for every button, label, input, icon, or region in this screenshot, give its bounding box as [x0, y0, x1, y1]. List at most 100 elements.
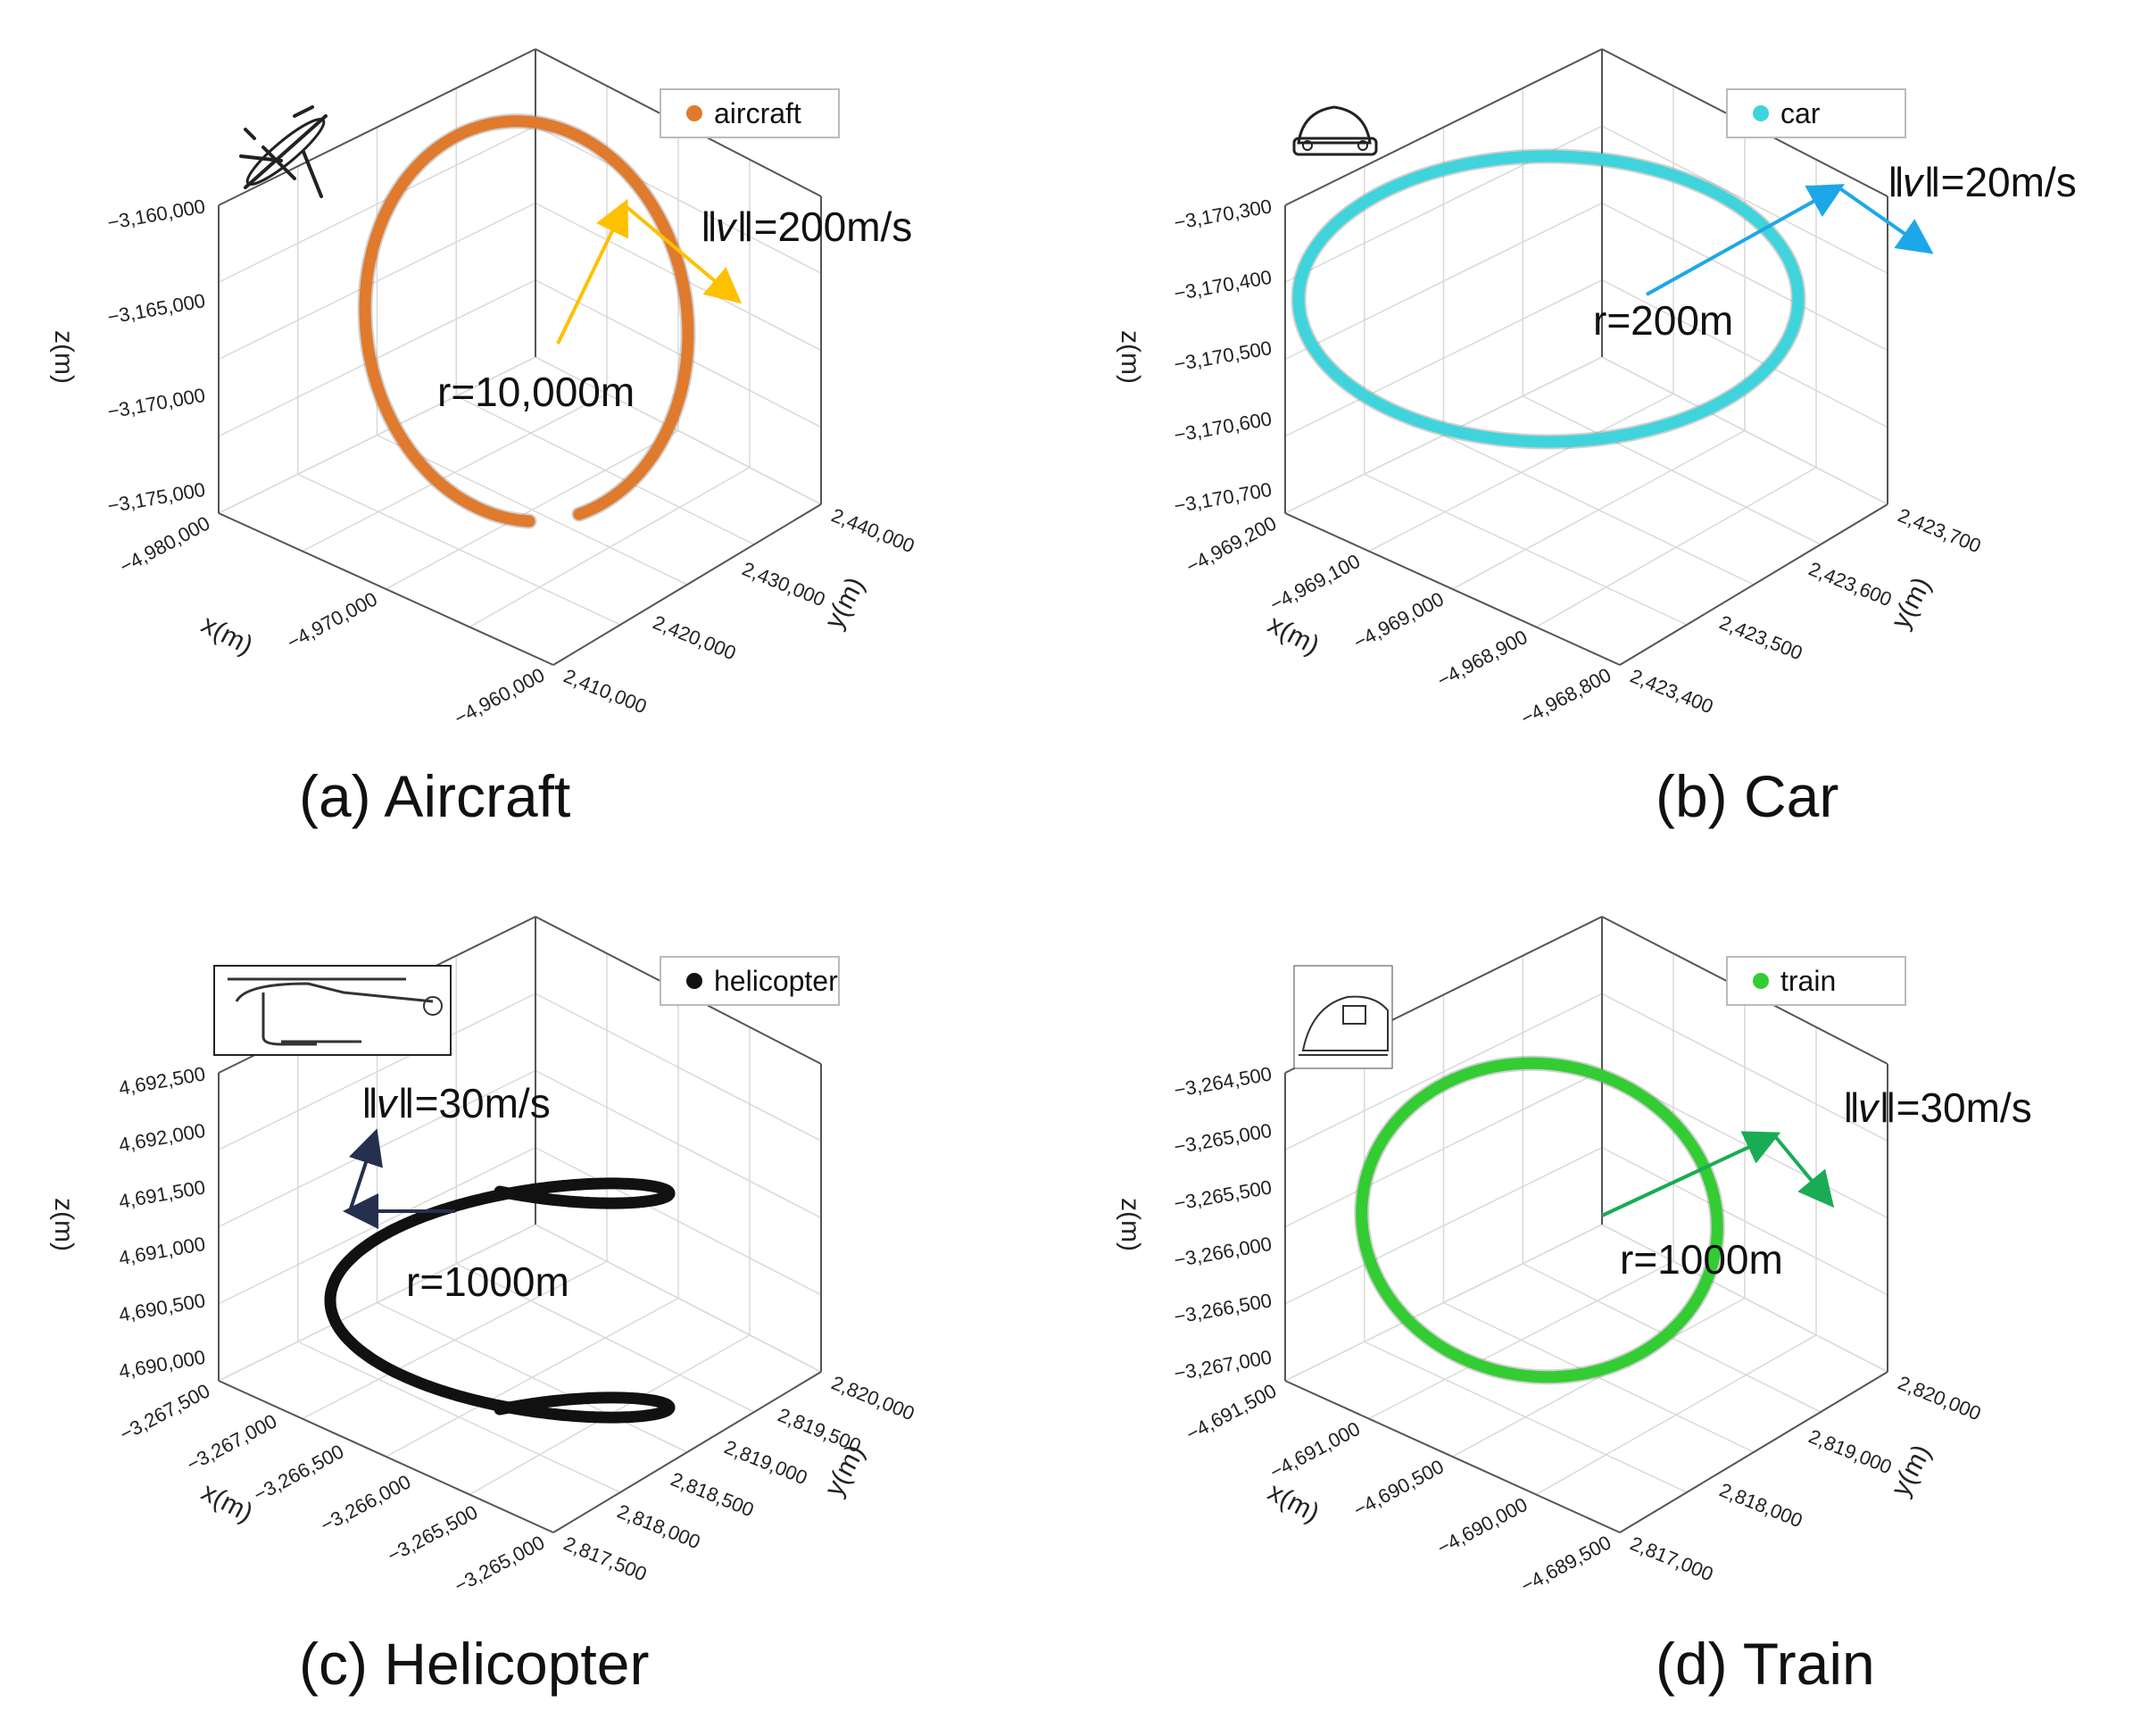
z-tick-label: −3,264,500	[1172, 1062, 1273, 1101]
car-icon	[1292, 105, 1378, 156]
z-tick-label: −3,267,000	[1172, 1346, 1273, 1385]
speed-label: ‖𝑣‖=200m/s	[701, 204, 912, 250]
x-axis-label: x(m)	[196, 1477, 257, 1528]
y-tick-label: 2,818,000	[1716, 1478, 1805, 1532]
z-tick-label: −3,160,000	[105, 195, 206, 234]
panel-train: −3,264,500−3,265,000−3,265,500−3,266,000…	[1066, 868, 2133, 1735]
y-axis-label: y(m)	[819, 572, 870, 633]
y-tick-label: 2,818,500	[668, 1467, 757, 1521]
x-tick-label: −3,266,500	[250, 1440, 348, 1506]
x-tick-label: −4,689,500	[1517, 1531, 1615, 1597]
train-icon	[1293, 965, 1393, 1069]
axis-frame	[218, 48, 822, 666]
legend: car	[1726, 88, 1906, 138]
legend-label: helicopter	[714, 965, 838, 997]
y-tick-label: 2,817,500	[560, 1532, 650, 1585]
legend-label: train	[1780, 965, 1836, 997]
x-tick-label: −4,960,000	[451, 663, 549, 729]
grid-line	[535, 125, 822, 274]
axis-line	[218, 48, 536, 206]
z-tick-label: 4,691,000	[117, 1233, 207, 1270]
axis-line	[552, 1371, 822, 1533]
airplane-icon	[239, 105, 328, 198]
trajectory	[1354, 1055, 1725, 1385]
chart-helicopter: 4,692,5004,692,0004,691,5004,691,0004,69…	[49, 916, 917, 1697]
grid-line	[377, 434, 688, 586]
velocity-arrow	[1837, 186, 1934, 254]
x-tick-label: −4,980,000	[116, 511, 214, 577]
trajectory-path	[1356, 1057, 1723, 1383]
panel-caption: (a) Aircraft	[299, 763, 570, 829]
grid-line	[469, 467, 751, 628]
x-tick-label: −4,970,000	[283, 587, 381, 653]
y-tick-label: 2,430,000	[739, 557, 828, 611]
z-tick-label: −3,265,000	[1172, 1119, 1273, 1159]
x-tick-label: −4,690,500	[1349, 1455, 1448, 1521]
grid-line	[1364, 1341, 1688, 1493]
x-tick-label: −4,690,000	[1433, 1493, 1531, 1559]
y-tick-label: 2,819,000	[721, 1435, 810, 1489]
z-tick-label: 4,692,500	[117, 1062, 207, 1100]
axis-line	[1284, 512, 1621, 666]
x-tick-label: −3,267,500	[116, 1379, 214, 1445]
x-tick-label: −3,266,000	[317, 1470, 415, 1536]
grid-line	[1364, 473, 1688, 626]
chart-train: −3,264,500−3,265,000−3,265,500−3,266,000…	[1116, 916, 2032, 1697]
grid-line	[1443, 1301, 1755, 1453]
radius-arrow	[1646, 184, 1845, 296]
x-tick-label: −4,968,900	[1433, 626, 1531, 692]
axis-line	[1284, 1380, 1621, 1533]
y-tick-label: 2,819,000	[1805, 1425, 1895, 1478]
x-tick-label: −4,969,200	[1183, 511, 1281, 577]
x-tick-label: −4,691,500	[1183, 1379, 1281, 1445]
z-axis-label: z(m)	[1116, 1198, 1145, 1251]
x-axis-label: x(m)	[1263, 1477, 1324, 1528]
x-axis-label: x(m)	[1263, 610, 1324, 660]
x-tick-label: −4,969,100	[1266, 550, 1365, 616]
y-axis-label: y(m)	[819, 1440, 870, 1500]
y-tick-label: 2,420,000	[650, 611, 739, 664]
radius-label: r=200m	[1593, 297, 1733, 344]
grid-line	[535, 993, 822, 1142]
y-axis-label: y(m)	[1886, 1440, 1937, 1500]
z-tick-label: −3,266,500	[1172, 1289, 1273, 1328]
z-tick-label: 4,690,000	[117, 1346, 207, 1383]
axis-line	[1619, 1371, 1888, 1533]
trajectory	[324, 1177, 676, 1424]
legend-label: aircraft	[714, 97, 801, 129]
x-tick-label: −4,969,000	[1349, 587, 1448, 653]
grid	[218, 48, 822, 666]
trajectory-path	[324, 1177, 676, 1424]
x-tick-label: −4,691,000	[1266, 1417, 1365, 1483]
trajectory-path	[1292, 150, 1805, 448]
x-tick-label: −3,267,000	[183, 1409, 281, 1475]
legend-marker	[686, 973, 702, 989]
y-tick-label: 2,820,000	[1895, 1371, 1984, 1425]
grid-line	[1535, 1334, 1817, 1496]
z-tick-label: −3,170,300	[1172, 195, 1273, 234]
grid-line	[1284, 993, 1603, 1150]
z-tick-label: −3,170,000	[105, 384, 206, 423]
panel-caption: (d) Train	[1656, 1631, 1875, 1697]
speed-label: ‖𝑣‖=30m/s	[1843, 1084, 2032, 1131]
axis-line	[552, 503, 822, 666]
y-tick-label: 2,423,700	[1895, 503, 1984, 557]
z-tick-label: 4,690,500	[117, 1289, 207, 1326]
grid-line	[1535, 467, 1817, 628]
grid-line	[218, 202, 536, 361]
velocity-arrow	[348, 1128, 383, 1212]
axis-line	[1284, 48, 1603, 206]
radius-label: r=1000m	[1620, 1236, 1783, 1283]
y-tick-label: 2,423,500	[1716, 611, 1805, 664]
grid-line	[218, 993, 536, 1150]
z-tick-label: −3,170,500	[1172, 336, 1273, 376]
x-axis-label: x(m)	[196, 610, 257, 660]
x-tick-label: −3,265,000	[451, 1531, 549, 1597]
axis-line	[218, 1380, 554, 1533]
grid-line	[1284, 202, 1603, 361]
y-tick-label: 2,820,000	[828, 1371, 917, 1425]
z-tick-label: 4,692,000	[117, 1119, 207, 1157]
radius-arrow	[556, 198, 629, 345]
legend-marker	[1753, 973, 1769, 989]
